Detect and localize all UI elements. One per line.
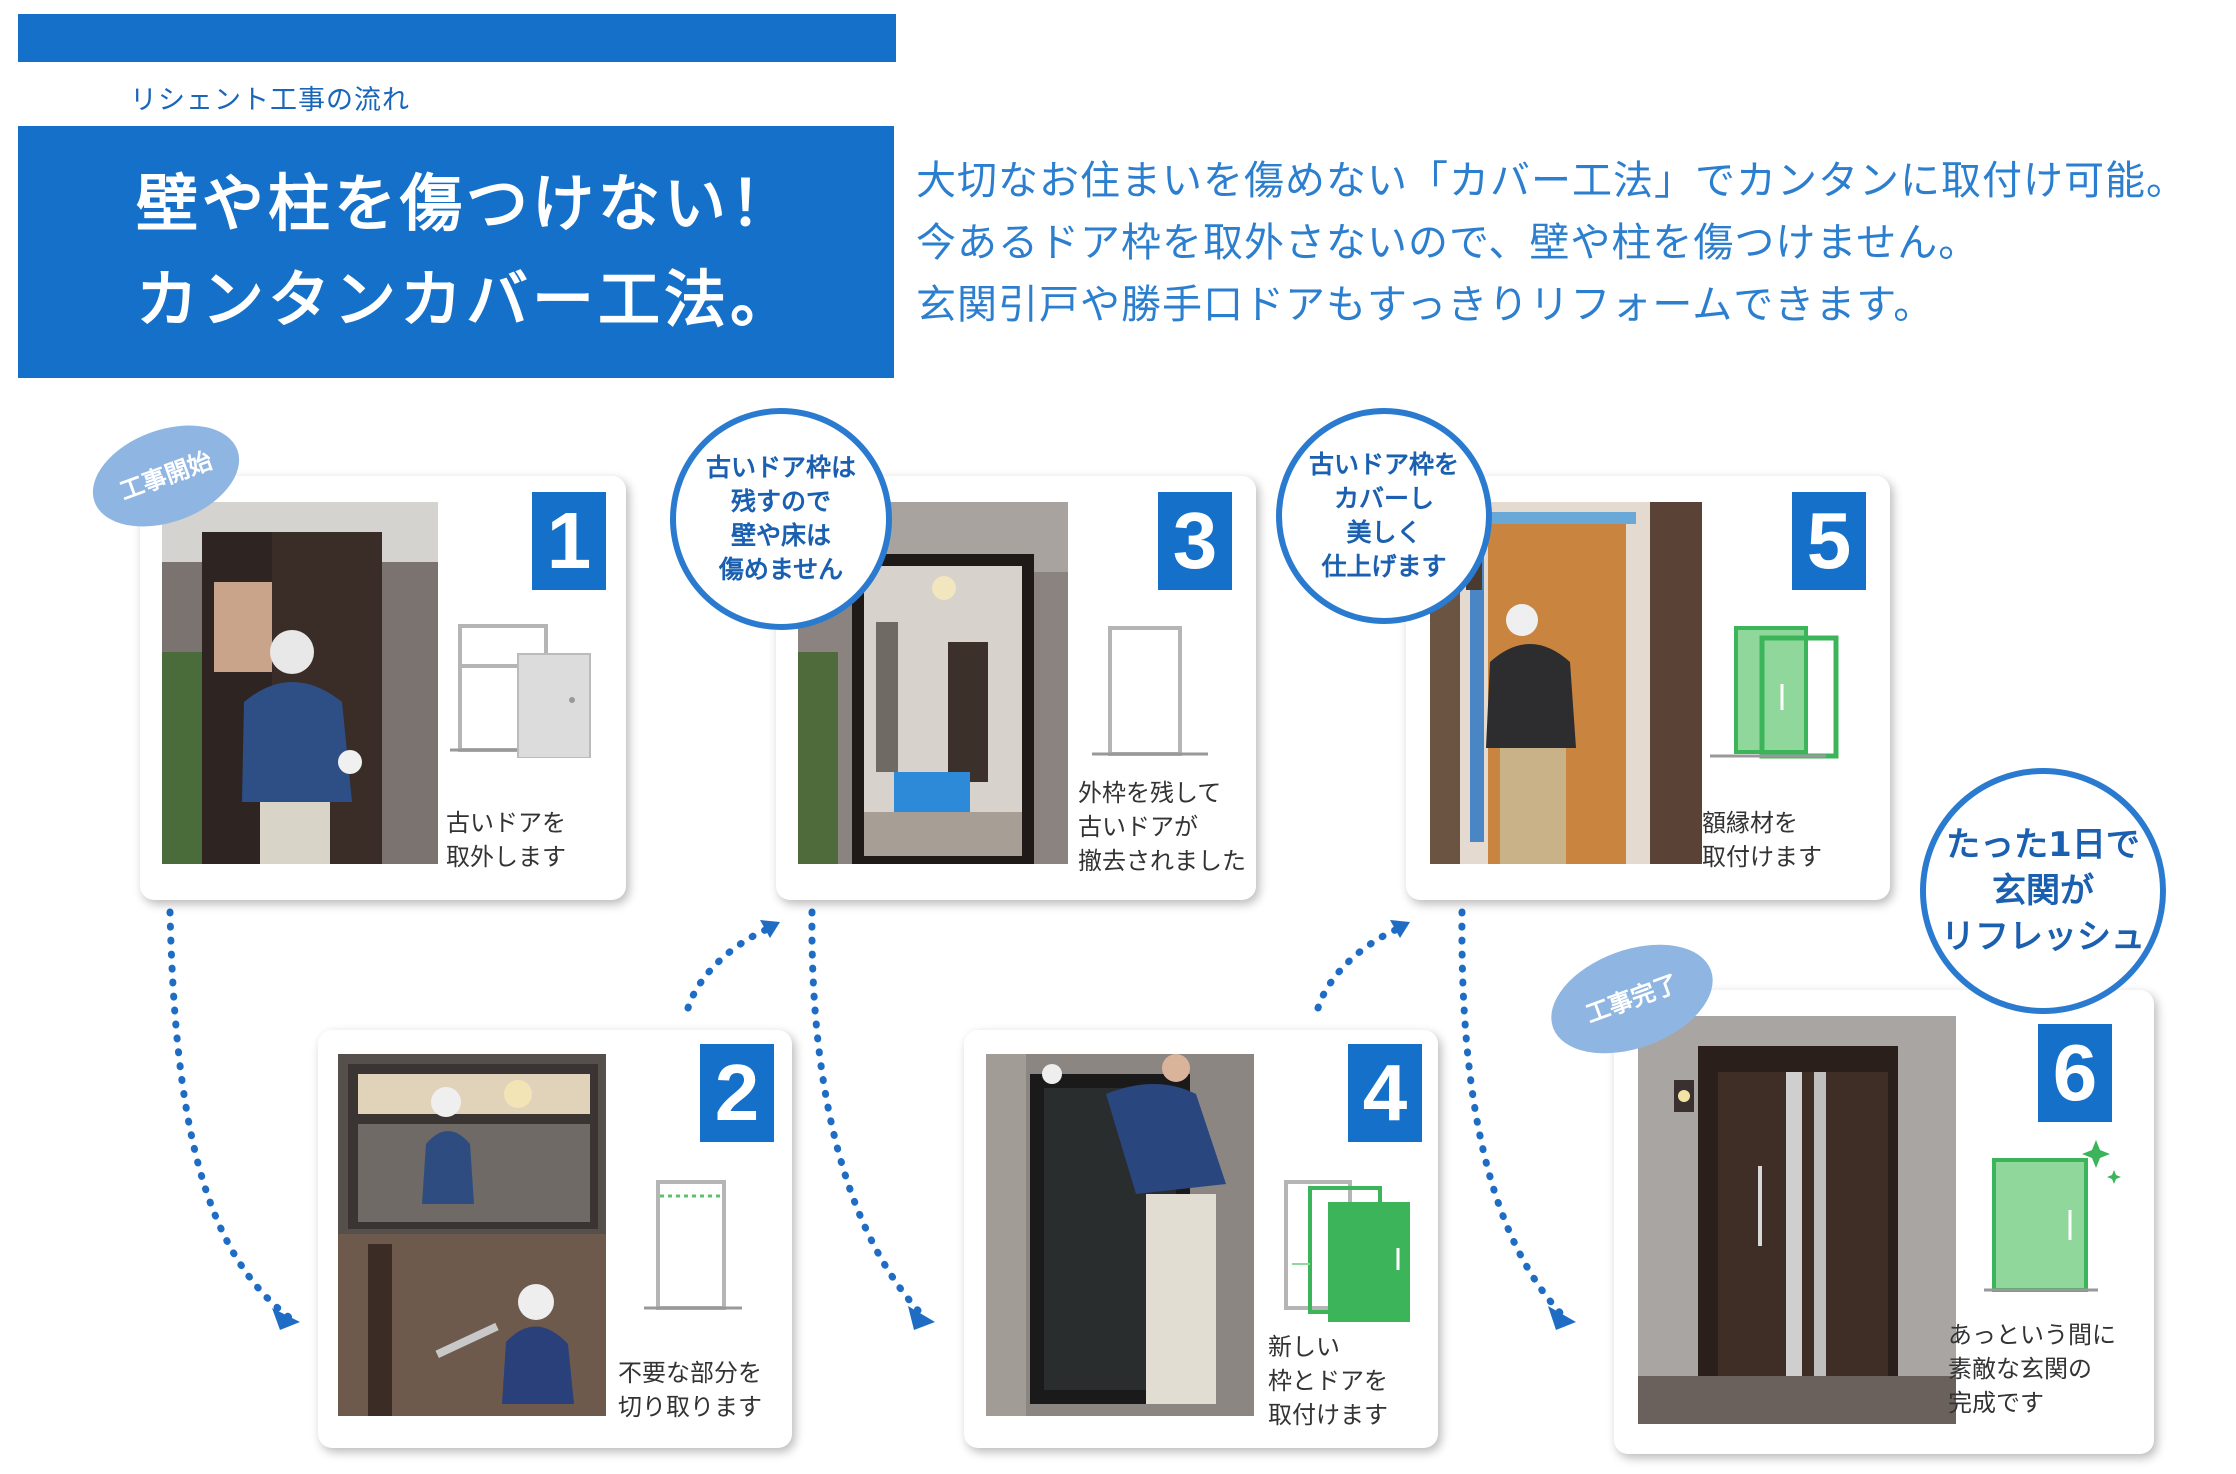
step-6-caption-line: あっという間に [1948, 1321, 2116, 1349]
step-3-caption-line: 古いドアが [1078, 813, 1198, 841]
step-6-photo [1638, 1016, 1956, 1424]
step-card-6: 6 あっという間に 素敵な玄関の 完成です [1614, 990, 2154, 1454]
intro-line-1: 大切なお住まいを傷めない「カバー工法」でカンタンに取付け可能。 [916, 158, 2187, 204]
step-number-4: 4 [1348, 1044, 1422, 1142]
arrow-4-to-5 [1314, 924, 1404, 1012]
step-number-3: 3 [1158, 492, 1232, 590]
title-line-2: カンタンカバー工法。 [136, 263, 797, 336]
step-2-caption: 不要な部分を 切り取ります [618, 1356, 762, 1424]
step-6-caption-line: 素敵な玄関の [1948, 1355, 2092, 1383]
step-1-photo [162, 502, 438, 864]
step-4-caption-line: 取付けます [1268, 1401, 1388, 1429]
step-number-2: 2 [700, 1044, 774, 1142]
step-3-caption: 外枠を残して 古いドアが 撤去されました [1078, 776, 1246, 878]
arrowhead-3 [760, 920, 780, 938]
step-card-2: 2 不要な部分を 切り取ります [318, 1030, 792, 1448]
bubble-text: 残すので [730, 487, 831, 516]
step-5-caption-line: 取付けます [1702, 843, 1822, 871]
step-2-caption-line: 切り取ります [618, 1393, 762, 1421]
title-line-1: 壁や柱を傷つけない！ [136, 167, 797, 240]
step-1-caption-line: 古いドアを [446, 809, 566, 837]
step-6-diagram [1984, 1140, 2121, 1292]
step-number-5: 5 [1792, 492, 1866, 590]
arrow-1-to-2 [166, 908, 294, 1322]
bubble-text: 仕上げます [1321, 552, 1447, 581]
step-5-caption-line: 額縁材を [1702, 809, 1798, 837]
arrow-3-to-4 [808, 908, 929, 1322]
arrowhead-2 [272, 1308, 300, 1330]
step-4-diagram [1284, 1180, 1410, 1322]
step-4-caption: 新しい 枠とドアを 取付けます [1268, 1330, 1388, 1432]
arrowhead-5 [1390, 920, 1410, 938]
cover-frame-bubble: 古いドア枠を カバーし 美しく 仕上げます [1276, 408, 1492, 624]
step-card-1: 1 古いドアを 取外します [140, 476, 626, 900]
step-5-diagram [1710, 626, 1839, 759]
sparkle-icon [2107, 1170, 2121, 1184]
step-3-caption-line: 撤去されました [1078, 847, 1246, 875]
arrow-2-to-3 [684, 924, 774, 1012]
step-2-diagram [644, 1180, 742, 1310]
keep-frame-bubble: 古いドア枠は 残すので 壁や床は 傷めません [670, 408, 892, 630]
bubble-text: 壁や床は [730, 521, 831, 550]
finish-tag-label: 工事完了 [1582, 969, 1682, 1029]
section-subtitle: リシェント工事の流れ [130, 85, 410, 116]
step-3-diagram [1092, 626, 1208, 756]
intro-line-3: 玄関引戸や勝手口ドアもすっきりリフォームできます。 [916, 282, 1935, 328]
intro-text: 大切なお住まいを傷めない「カバー工法」でカンタンに取付け可能。 今あるドア枠を取… [916, 150, 2226, 336]
step-4-caption-line: 枠とドアを [1268, 1367, 1388, 1395]
step-number-1: 1 [532, 492, 606, 590]
step-2-caption-line: 不要な部分を [618, 1359, 762, 1387]
step-3-caption-line: 外枠を残して [1078, 779, 1222, 807]
step-6-caption: あっという間に 素敵な玄関の 完成です [1948, 1318, 2116, 1420]
step-4-photo [986, 1054, 1254, 1416]
step-6-caption-line: 完成です [1948, 1389, 2044, 1417]
bubble-text: 玄関が [1992, 871, 2094, 911]
step-1-diagram [450, 624, 591, 758]
step-1-caption-line: 取外します [446, 843, 566, 871]
intro-line-2: 今あるドア枠を取外さないので、壁や柱を傷つけません。 [916, 220, 1980, 266]
title-box: 壁や柱を傷つけない！ カンタンカバー工法。 [18, 126, 894, 378]
bubble-text: 古いドア枠は [705, 453, 856, 482]
bubble-text: カバーし [1333, 484, 1434, 513]
bubble-text: たった1日で [1946, 825, 2140, 865]
step-4-caption-line: 新しい [1268, 1333, 1340, 1361]
one-day-bubble: たった1日で 玄関が リフレッシュ [1920, 768, 2166, 1014]
step-card-4: 4 新しい 枠とドアを 取付けます [964, 1030, 1438, 1448]
start-tag-label: 工事開始 [116, 446, 216, 506]
bubble-text: 美しく [1346, 518, 1422, 547]
arrow-5-to-6 [1458, 908, 1569, 1322]
step-2-photo [338, 1054, 606, 1416]
step-5-caption: 額縁材を 取付けます [1702, 806, 1822, 874]
arrowhead-6 [1548, 1306, 1576, 1330]
step-1-caption: 古いドアを 取外します [446, 806, 566, 874]
bubble-text: 傷めません [718, 555, 844, 584]
step-number-6: 6 [2038, 1024, 2112, 1122]
bubble-text: リフレッシュ [1941, 917, 2145, 957]
arrowhead-4 [908, 1306, 935, 1330]
header-bar [18, 14, 896, 62]
sparkle-icon [2082, 1140, 2110, 1168]
bubble-text: 古いドア枠を [1308, 450, 1459, 479]
